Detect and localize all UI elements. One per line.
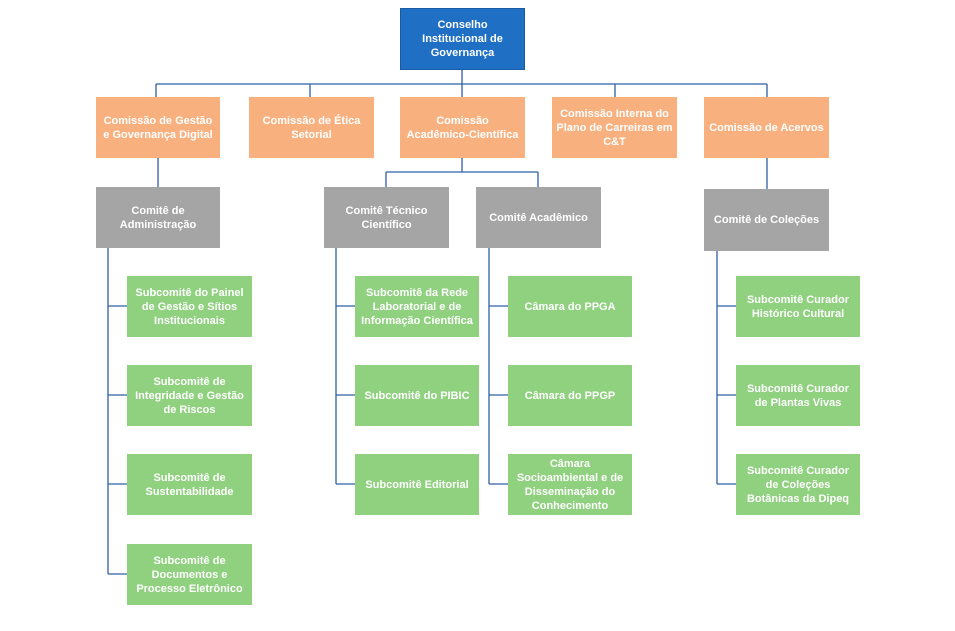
chamber-box: Câmara do PPGP <box>508 365 632 426</box>
subcommittee-box: Subcomitê Curador de Coleções Botânicas … <box>736 454 860 515</box>
commission-gestao-box: Comissão de Gestão e Governança Digital <box>96 97 220 158</box>
committee-administracao-box: Comitê de Administração <box>96 187 220 248</box>
subcommittee-box: Subcomitê Curador Histórico Cultural <box>736 276 860 337</box>
commission-etica-box: Comissão de Ética Setorial <box>249 97 374 158</box>
chamber-box: Câmara do PPGA <box>508 276 632 337</box>
subcommittee-box: Subcomitê Editorial <box>355 454 479 515</box>
subcommittee-box: Subcomitê de Sustentabilidade <box>127 454 252 515</box>
subcommittee-box: Subcomitê do Painel de Gestão e Sítios I… <box>127 276 252 337</box>
subcommittee-box: Subcomitê de Integridade e Gestão de Ris… <box>127 365 252 426</box>
committee-academico-box: Comitê Acadêmico <box>476 187 601 248</box>
commission-acervos-box: Comissão de Acervos <box>704 97 829 158</box>
commission-academico-box: Comissão Acadêmico-Científica <box>400 97 525 158</box>
top-council-box: Conselho Institucional de Governança <box>400 8 525 70</box>
chamber-box: Câmara Socioambiental e de Disseminação … <box>508 454 632 515</box>
subcommittee-box: Subcomitê do PIBIC <box>355 365 479 426</box>
subcommittee-box: Subcomitê da Rede Laboratorial e de Info… <box>355 276 479 337</box>
committee-colecoes-box: Comitê de Coleções <box>704 189 829 251</box>
commission-carreiras-box: Comissão Interna do Plano de Carreiras e… <box>552 97 677 158</box>
subcommittee-box: Subcomitê de Documentos e Processo Eletr… <box>127 544 252 605</box>
committee-tecnico-box: Comitê Técnico Científico <box>324 187 449 248</box>
subcommittee-box: Subcomitê Curador de Plantas Vivas <box>736 365 860 426</box>
